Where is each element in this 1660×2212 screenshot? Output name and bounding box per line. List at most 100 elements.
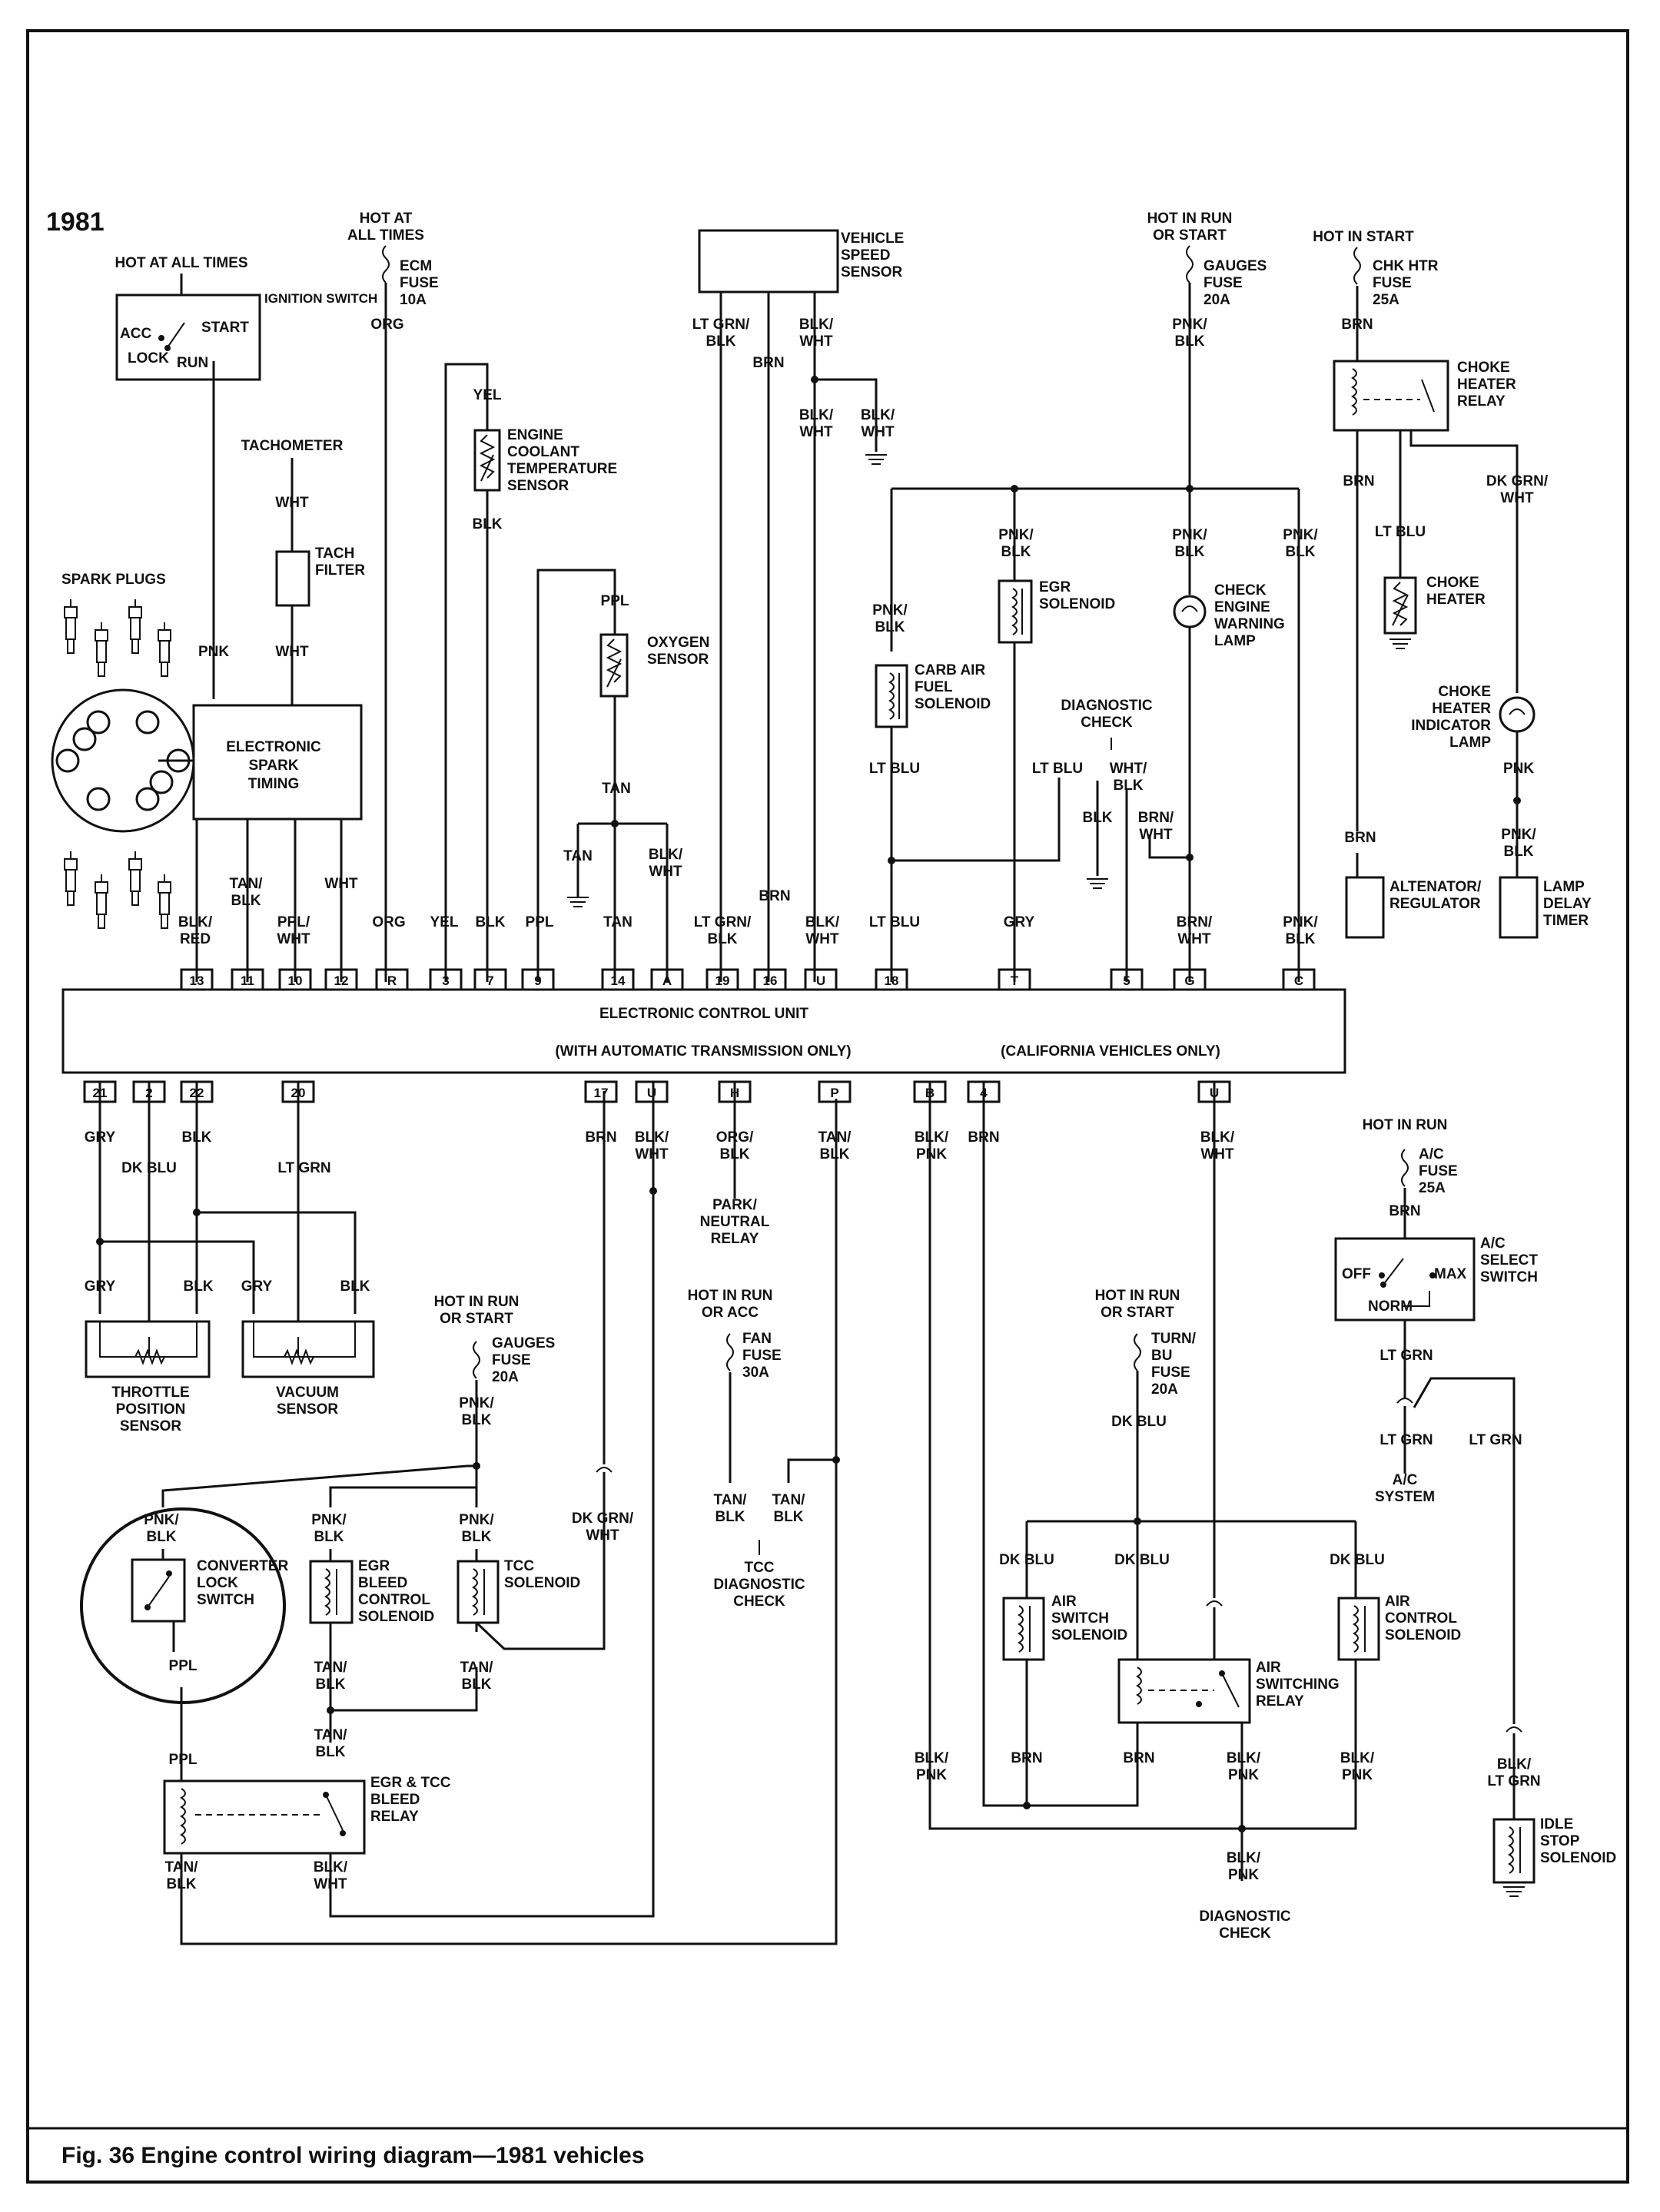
wire-label-lt-blu-18: LT BLU: [869, 914, 920, 930]
run-label: RUN: [177, 355, 208, 371]
wire-label-lt-grn-ac1: LT GRN: [1379, 1348, 1433, 1364]
wire-label-blk-wht-u2: BLK/WHT: [635, 1129, 669, 1162]
wire-label-dk-blu-air1: DK BLU: [999, 1552, 1054, 1568]
wire-label-pnk-ign: PNK: [198, 644, 229, 660]
wire-label-blk-vac: BLK: [340, 1278, 370, 1295]
wire-label-blk-red: BLK/RED: [178, 914, 213, 947]
wire-label-org-r: ORG: [372, 914, 405, 930]
wire-label-blk-wht-a: BLK/WHT: [649, 847, 683, 880]
distributor-terminal-1: [86, 710, 111, 735]
wire-label-gry-tps: GRY: [85, 1278, 116, 1295]
spark-plugs: SPARK PLUGS: [51, 572, 195, 929]
spark-plug-5: [64, 851, 78, 906]
wire-label-dk-blu-2: DK BLU: [121, 1160, 177, 1176]
wire-label-ppl-conv: PPL: [169, 1658, 198, 1674]
ecu-top-pin-box-4: [375, 968, 409, 991]
wire-label-blk-pnk-1: BLK/PNK: [915, 1750, 949, 1783]
wire-label-pnk-blk-egrb: PNK/BLK: [311, 1512, 347, 1545]
max-label: MAX: [1434, 1266, 1467, 1282]
wire-label-brn-wht-diag: BRN/WHT: [1138, 810, 1174, 843]
wire-label-blk-wht-relay-out: BLK/WHT: [314, 1859, 348, 1892]
wire-label-brn-ac: BRN: [1389, 1203, 1420, 1219]
electronic-control-unit: ELECTRONIC CONTROL UNIT (WITH AUTOMATIC …: [61, 968, 1346, 1103]
spark-plug-6: [95, 874, 108, 929]
wire-label-blk-wht-u3: BLK/WHT: [1200, 1129, 1235, 1162]
wire-label-wht-blk: WHT/BLK: [1110, 761, 1147, 794]
wire-label-lt-grn-20: LT GRN: [277, 1160, 330, 1176]
wire-label-tan-blk-egrb: TAN/BLK: [314, 1660, 348, 1693]
wire-label-blk-pnk-3: BLK/PNK: [1340, 1750, 1375, 1783]
ecu-top-pin-label-4: R: [387, 973, 397, 988]
ac-hot-label: HOT IN RUN: [1363, 1117, 1448, 1133]
wire-label-ltgrn-blk-top: LT GRN/BLK: [692, 317, 750, 350]
wire-label-pnk-blk-gauges2: PNK/BLK: [459, 1395, 494, 1428]
ecu-top-pin-label-6: 7: [486, 973, 493, 988]
wire-label-blk-wht-u: BLK/WHT: [805, 914, 840, 947]
ecu-top-pin-label-10: 19: [715, 973, 730, 988]
wire-label-blk-22: BLK: [181, 1129, 211, 1146]
spark-plug-4: [158, 622, 171, 677]
wire-label-pnk-lamp: PNK: [1503, 761, 1534, 777]
wire-label-tan-blk-11: TAN/BLK: [230, 876, 264, 909]
ignition-switch-label: IGNITION SWITCH: [264, 291, 377, 306]
ecu-bottom-pin-label-7: P: [830, 1086, 838, 1100]
spark-plug-2: [95, 622, 108, 677]
spark-plug-3: [128, 599, 142, 654]
off-label: OFF: [1342, 1266, 1371, 1282]
wire-label-blk-pnk-2: BLK/PNK: [1227, 1750, 1261, 1783]
wire-label-brn-4: BRN: [968, 1129, 999, 1146]
wire-label-pnk-blk-tcc: PNK/BLK: [459, 1512, 494, 1545]
ecu-top-pin-box-12: [804, 968, 838, 991]
ecu-bottom-pin-box-7: [818, 1080, 852, 1103]
distributor-terminal-5: [86, 787, 111, 811]
wire-label-tan-o2: TAN: [602, 781, 631, 797]
wire-label-pnk-blk-carb: PNK/BLK: [872, 602, 908, 635]
wire-label-ppl-9: PPL: [526, 914, 554, 930]
wire-label-tan-blk-p: TAN/BLK: [818, 1129, 852, 1162]
wire-label-blk-pnk-b: BLK/PNK: [915, 1129, 949, 1162]
ecu-top-pin-label-11: 16: [763, 973, 778, 988]
ecu-top-pin-box-11: [753, 968, 787, 991]
wire-label-yel-3: YEL: [430, 914, 459, 930]
wire-label-lt-grn-ac2: LT GRN: [1379, 1432, 1433, 1448]
wire-label-brn-air1: BRN: [1011, 1750, 1042, 1766]
ecu-bottom-pin-box-4: [584, 1080, 618, 1103]
wire-label-tan-ground: TAN: [563, 848, 593, 864]
wire-label-blk-pnk-diag: BLK/PNK: [1227, 1850, 1261, 1883]
acc-label: ACC: [120, 326, 151, 342]
ecu-top-pin-label-12: U: [816, 973, 825, 988]
ecu-bottom-pin-label-5: U: [647, 1086, 656, 1100]
